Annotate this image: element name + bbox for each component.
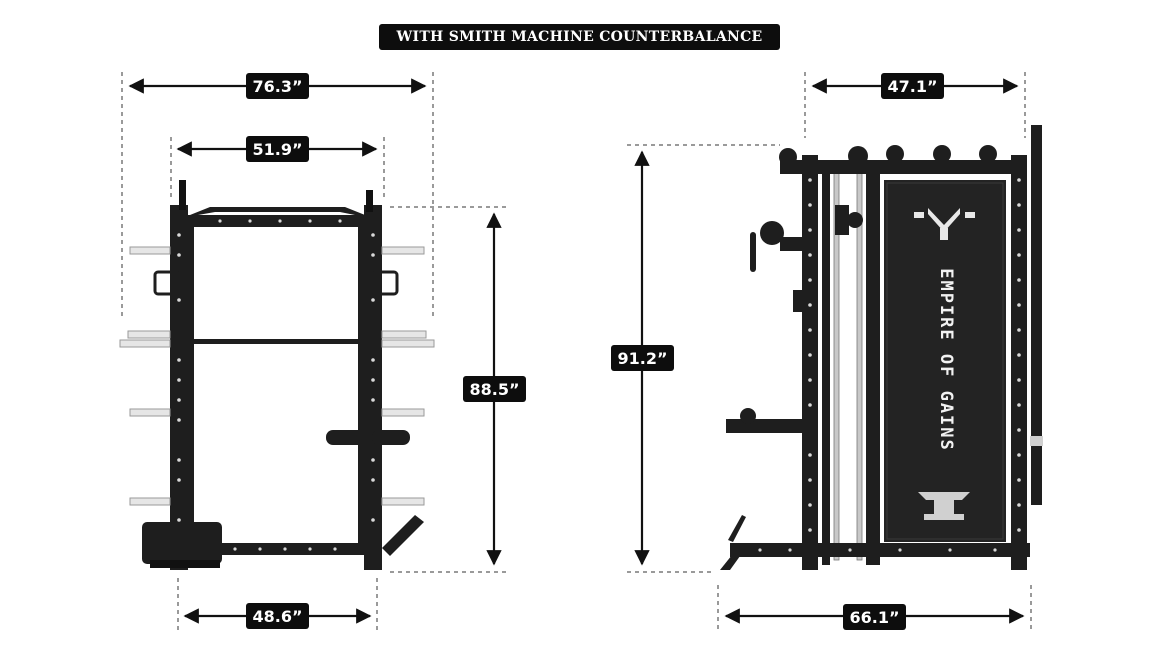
outer-width-label: 76.3” — [246, 73, 309, 99]
front-guides — [121, 72, 510, 630]
inner-width-label: 51.9” — [246, 136, 309, 162]
front-height-label: 88.5” — [463, 376, 526, 402]
top-width-label: 47.1” — [881, 73, 944, 99]
side-guides — [627, 72, 1032, 630]
base-depth-label: 66.1” — [843, 604, 906, 630]
front-view-rack — [119, 180, 435, 570]
side-view-rack — [720, 125, 1043, 570]
panel-brand-text: EMPIRE OF GAINS — [936, 268, 956, 452]
side-height-label: 91.2” — [611, 345, 674, 371]
diagram-title: WITH SMITH MACHINE COUNTERBALANCE — [379, 24, 780, 50]
base-width-label: 48.6” — [246, 603, 309, 629]
